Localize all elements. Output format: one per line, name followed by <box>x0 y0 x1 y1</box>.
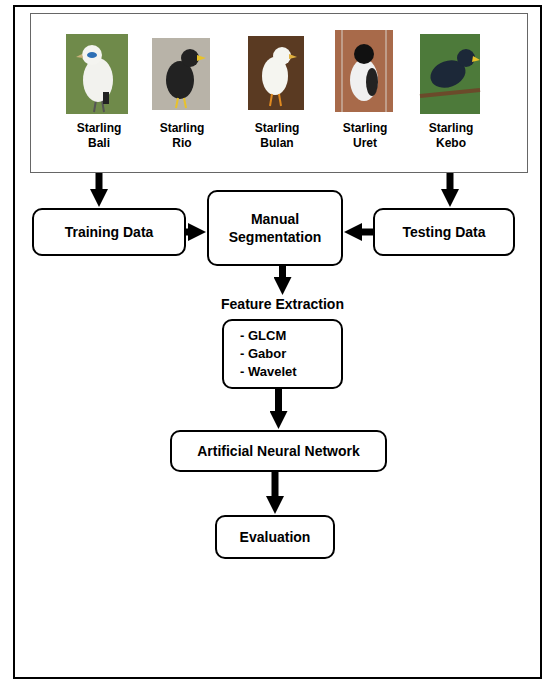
process-box: Training Data <box>32 208 186 256</box>
process-box: Manual Segmentation <box>207 190 343 266</box>
species-label: Starling Rio <box>152 121 212 151</box>
box-label: Testing Data <box>403 223 486 241</box>
box-heading: Feature Extraction <box>210 296 355 313</box>
box-label: Evaluation <box>240 528 311 546</box>
bird-body <box>350 59 378 101</box>
flow-arrow <box>96 173 103 193</box>
bird-head <box>181 49 199 67</box>
bird-beak <box>197 55 206 61</box>
bird-head <box>354 44 374 64</box>
image-panel: Starling Bali Starling Rio Starling Bulan S… <box>30 13 528 173</box>
process-box: Testing Data <box>373 208 515 256</box>
species-label: Starling Bali <box>69 121 129 151</box>
cage-bar <box>342 30 343 112</box>
box-label: Training Data <box>65 223 154 241</box>
bird-head <box>457 49 475 67</box>
list-item: - Gabor <box>240 345 333 363</box>
bird-photo <box>66 34 128 114</box>
process-box: Evaluation <box>215 515 335 559</box>
bird-photo <box>152 38 210 110</box>
bird-leg <box>184 98 186 108</box>
list-item: - GLCM <box>240 327 333 345</box>
box-label: Artificial Neural Network <box>197 442 360 460</box>
bird-leg <box>270 94 272 106</box>
bird-head <box>273 47 291 65</box>
outer-frame <box>14 6 541 678</box>
flow-arrow <box>358 229 373 236</box>
bird-tail <box>103 92 109 104</box>
bird-eye-patch <box>87 52 97 58</box>
bird-leg <box>94 100 96 112</box>
bird-photo <box>335 30 393 112</box>
bird-leg <box>176 98 178 108</box>
list-item: - Wavelet <box>240 363 333 381</box>
feature-list-box: - GLCM- Gabor- Wavelet <box>222 319 343 389</box>
bird-wing <box>366 68 378 96</box>
bird-photo <box>420 34 480 114</box>
flow-arrow <box>275 389 282 415</box>
flow-arrow <box>279 266 286 281</box>
bird-photo <box>248 36 304 110</box>
process-box: Artificial Neural Network <box>170 430 387 472</box>
bird-leg <box>279 94 281 106</box>
flow-arrow <box>186 229 192 236</box>
flow-arrow <box>272 472 279 500</box>
bird-beak <box>289 54 297 59</box>
branch <box>420 90 480 96</box>
flow-arrow <box>447 173 454 193</box>
feature-box: Feature Extraction - GLCM- Gabor- Wavelet <box>210 296 355 389</box>
species-label: Starling Kebo <box>421 121 481 151</box>
box-label: Manual Segmentation <box>217 210 333 246</box>
bird-beak <box>76 54 83 58</box>
species-label: Starling Bulan <box>247 121 307 151</box>
species-label: Starling Uret <box>335 121 395 151</box>
bird-head <box>82 45 102 65</box>
cage-bar <box>386 30 387 112</box>
bird-beak <box>472 56 480 62</box>
